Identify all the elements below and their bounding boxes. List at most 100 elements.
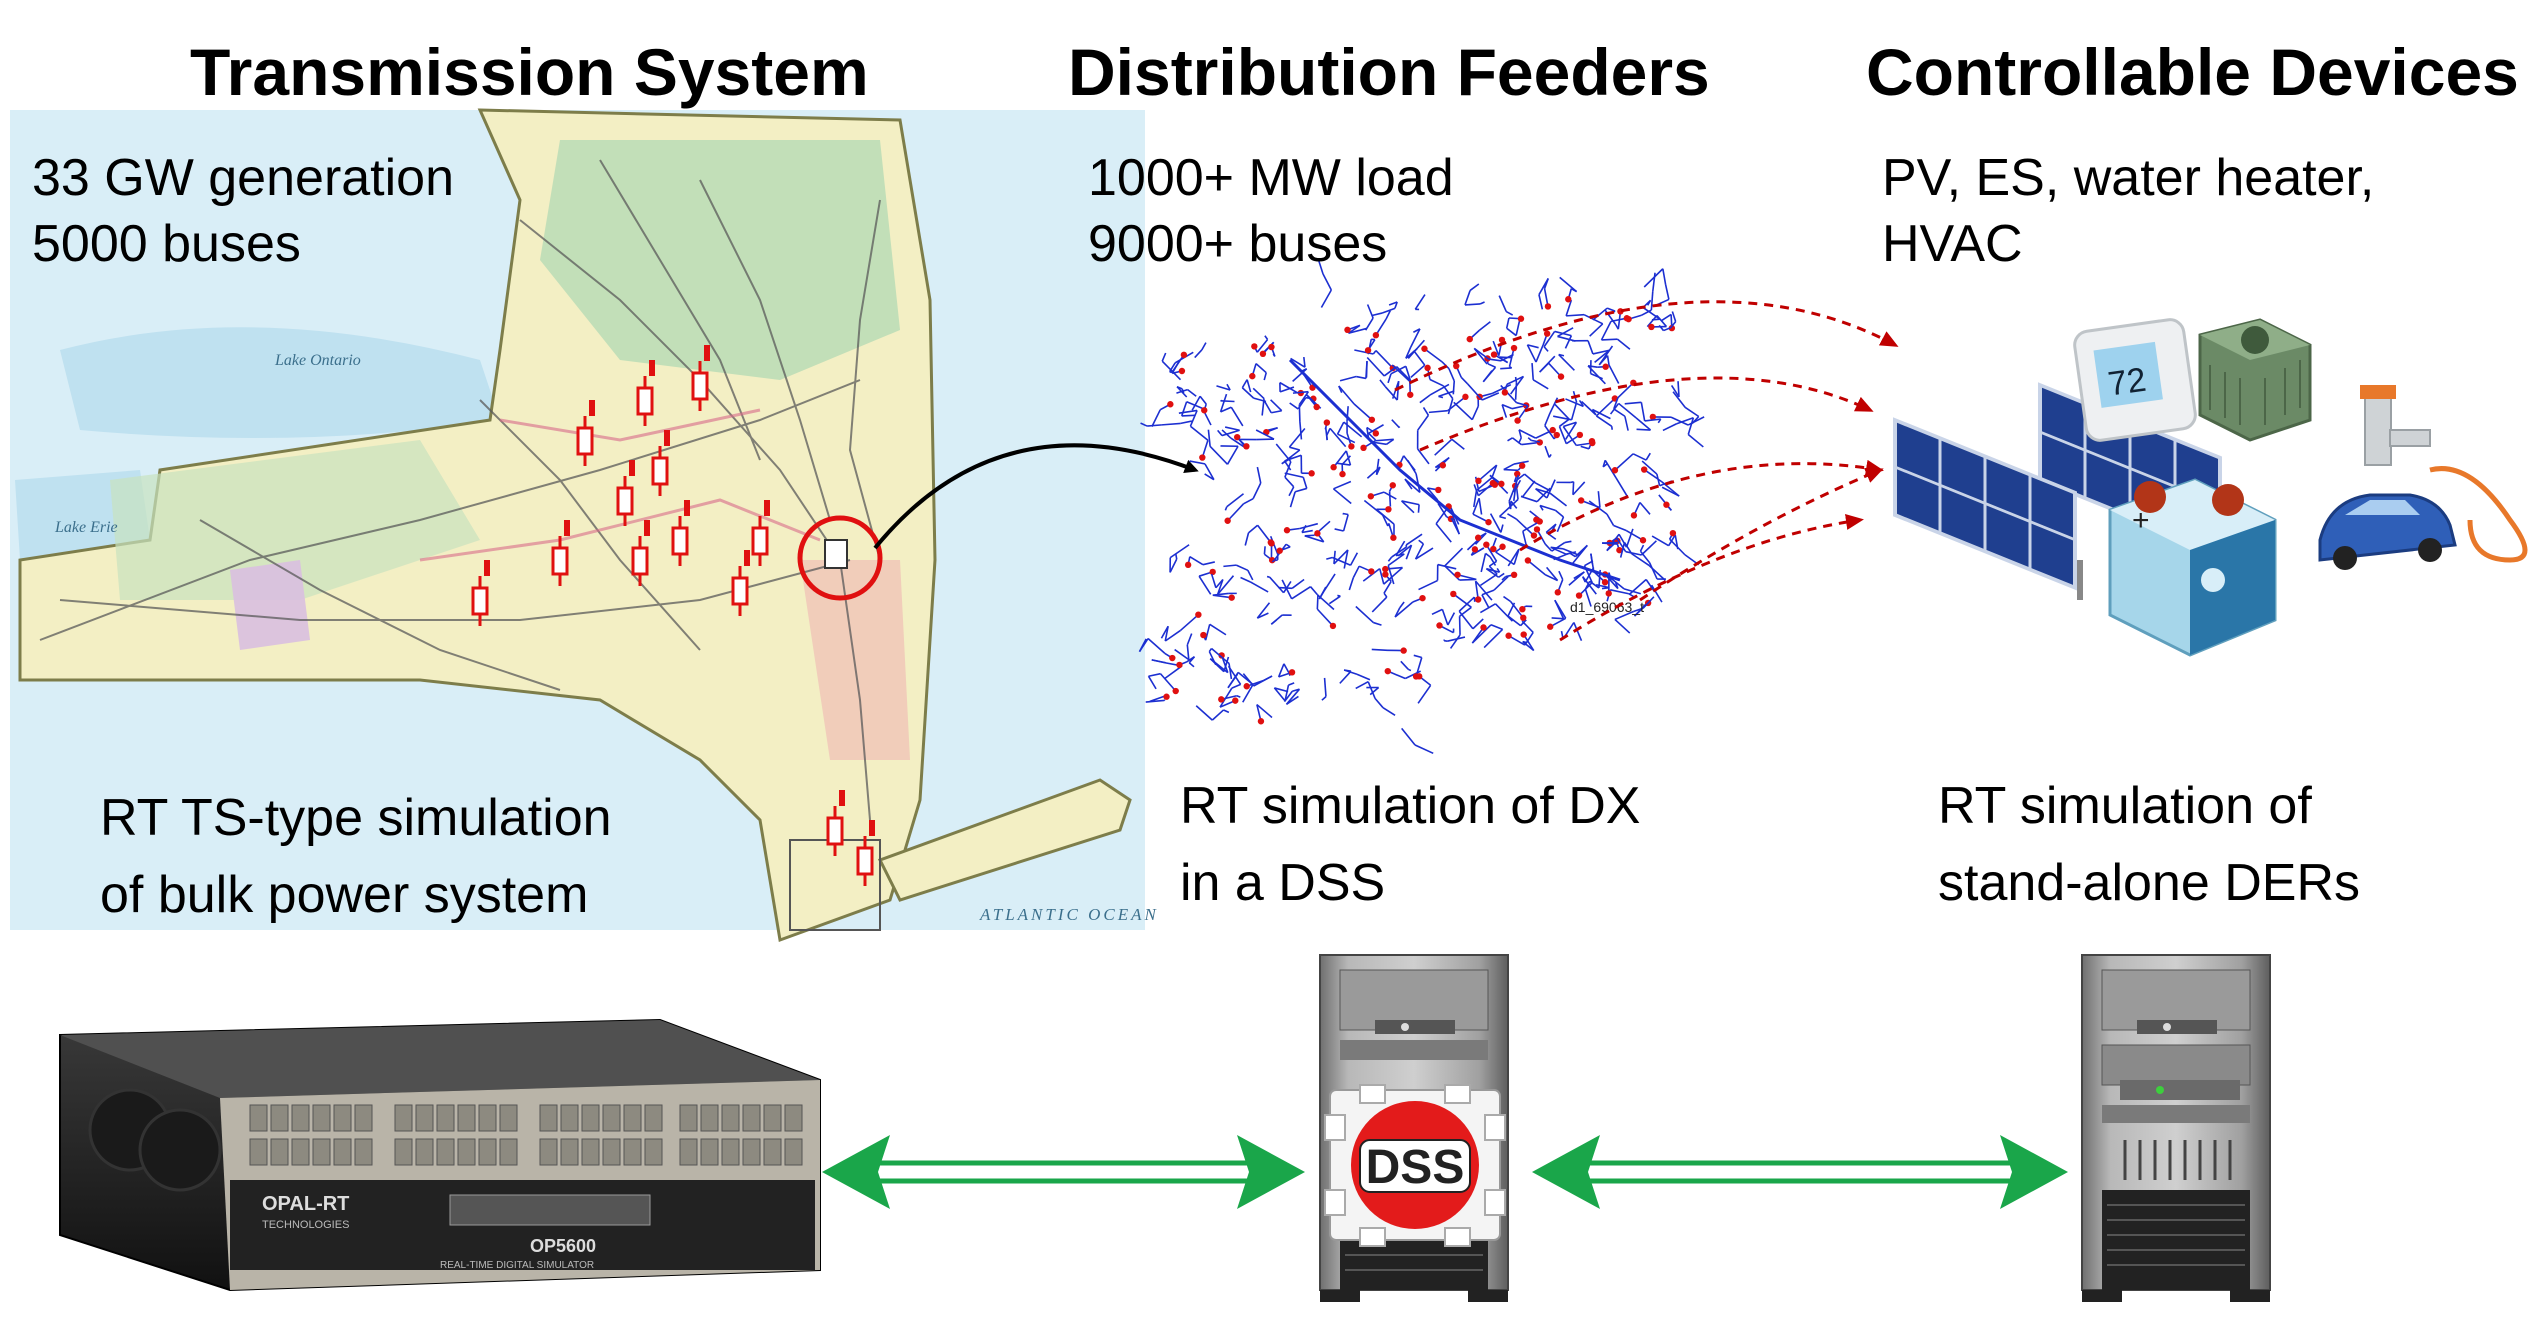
feeder-segment	[1391, 546, 1408, 558]
feeder-segment	[1508, 347, 1515, 367]
feeder-segment	[1650, 584, 1663, 603]
feeder-segment	[1289, 446, 1300, 451]
feeder-segment	[1489, 513, 1502, 533]
feeder-segment	[1481, 594, 1490, 609]
feeder-segment	[1339, 375, 1357, 382]
feeder-bus-node	[1630, 512, 1638, 519]
ethernet-port	[700, 1104, 719, 1132]
ethernet-port	[539, 1138, 558, 1166]
feeder-segment	[1492, 340, 1500, 357]
feeder-bus-node	[1329, 622, 1337, 630]
feeder-segment	[1500, 384, 1518, 404]
feeder-segment	[1661, 486, 1680, 497]
ethernet-port	[457, 1104, 476, 1132]
dss-server-tower: DSS	[1319, 954, 1509, 1302]
feeder-segment	[1220, 400, 1235, 403]
feeder-segment	[1557, 335, 1576, 342]
battery-storage-icon: +	[2108, 478, 2277, 657]
feeder-segment	[1348, 577, 1355, 591]
ethernet-port	[354, 1104, 373, 1132]
feeder-segment	[1145, 699, 1165, 703]
feeder-segment	[1256, 612, 1269, 619]
feeder-segment	[1538, 278, 1549, 296]
devices-caption-line1: RT simulation of	[1938, 777, 2312, 835]
feeder-bus-node	[1517, 315, 1525, 322]
feeder-segment	[1472, 497, 1480, 515]
feeder-bus-node	[1178, 367, 1186, 375]
opal-sub-label: TECHNOLOGIES	[262, 1219, 349, 1231]
feeder-segment	[1565, 551, 1577, 555]
feeder-segment	[1174, 648, 1190, 661]
feeder-segment	[1587, 365, 1606, 385]
ethernet-port	[478, 1104, 497, 1132]
feeder-segment	[1672, 391, 1686, 408]
feeder-bus-node	[1382, 571, 1389, 578]
feeder-segment	[1459, 578, 1477, 581]
feeder-bus-node	[1668, 324, 1676, 332]
feeder-segment	[1469, 283, 1480, 292]
feeder-segment	[1199, 395, 1207, 405]
feeder-segment	[1209, 445, 1229, 465]
ethernet-port	[784, 1138, 803, 1166]
feeder-segment	[1405, 365, 1412, 383]
feeder-bus-node	[1243, 443, 1250, 450]
feeder-bus-node	[1400, 647, 1407, 654]
feeder-segment	[1304, 534, 1315, 537]
feeder-bus-node	[1257, 718, 1265, 725]
feeder-bus-node	[1249, 372, 1256, 380]
feeder-segment	[1240, 576, 1251, 583]
feeder-segment	[1684, 406, 1700, 418]
ethernet-port	[721, 1104, 740, 1132]
feeder-segment	[1479, 573, 1498, 587]
feeder-segment	[1524, 473, 1535, 484]
feeder-segment	[1538, 294, 1544, 310]
feeder-segment	[1414, 543, 1425, 560]
feeder-segment	[1281, 579, 1293, 600]
feeder-segment	[1151, 409, 1161, 428]
feeder-segment	[1407, 459, 1417, 475]
feeder-segment	[1342, 512, 1345, 515]
feeder-segment	[1394, 601, 1414, 618]
feeder-segment	[1253, 397, 1267, 403]
feeder-segment	[1284, 454, 1302, 462]
feeder-segment	[1667, 534, 1676, 547]
feeder-segment	[1419, 394, 1431, 404]
feeder-segment	[1564, 421, 1578, 440]
feeder-segment	[1204, 624, 1211, 641]
ethernet-port	[784, 1104, 803, 1132]
feeder-segment	[1147, 637, 1166, 655]
feeder-segment	[1662, 268, 1667, 285]
feeder-segment	[1176, 385, 1183, 390]
feeder-segment	[1608, 364, 1620, 384]
feeder-bus-node	[1505, 632, 1512, 639]
feeder-bus-node	[1348, 443, 1355, 450]
feeder-segment	[1616, 537, 1627, 553]
feeder-segment	[1299, 421, 1303, 440]
feeder-segment	[1458, 610, 1474, 630]
feeder-segment	[1587, 340, 1594, 355]
feeder-bus-node	[1536, 518, 1543, 525]
feeder-bus-node	[1218, 652, 1225, 659]
ethernet-port	[291, 1104, 310, 1132]
feeder-bus-node	[1450, 590, 1457, 598]
ethernet-port	[499, 1138, 518, 1166]
feeder-segment	[1363, 499, 1384, 516]
feeder-bus-node	[1421, 345, 1428, 352]
feeder-segment	[1583, 313, 1604, 325]
feeder-segment	[1573, 571, 1585, 580]
feeder-segment	[1301, 529, 1313, 534]
feeder-segment	[1148, 672, 1161, 678]
feeder-segment	[1171, 359, 1181, 374]
transmission-stat-buses: 5000 buses	[32, 215, 301, 273]
feeder-segment	[1517, 437, 1522, 444]
feeder-bus-node	[1485, 518, 1492, 526]
feeder-segment	[1492, 383, 1512, 395]
feeder-bus-node	[1176, 661, 1183, 669]
feeder-segment	[1513, 475, 1520, 493]
feeder-segment	[1551, 541, 1566, 552]
feeder-segment	[1216, 575, 1235, 595]
ethernet-port	[249, 1104, 268, 1132]
feeder-segment	[1417, 504, 1420, 513]
feeder-node-label: d1_69063_t	[1570, 599, 1644, 615]
